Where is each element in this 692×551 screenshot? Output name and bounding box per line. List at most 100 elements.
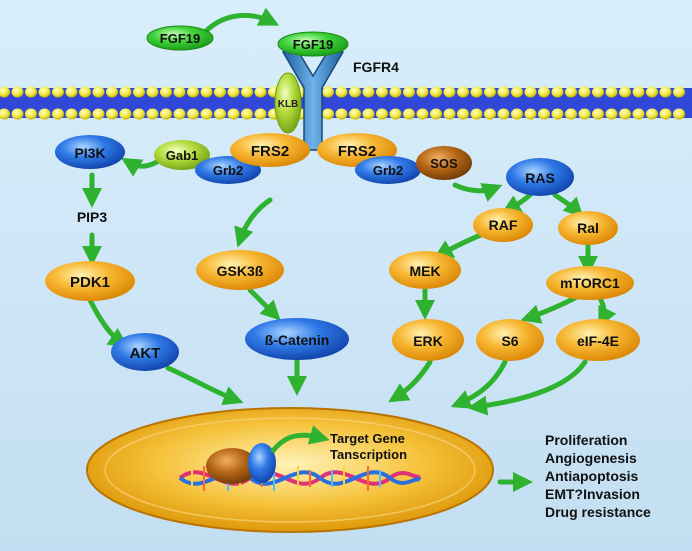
- fgf19-free-label: FGF19: [160, 31, 200, 46]
- arrow-mtorc1-s6: [520, 295, 578, 324]
- lipid-head: [146, 86, 159, 98]
- lipid-head: [106, 108, 118, 120]
- fgf19-bound: FGF19: [277, 31, 349, 57]
- lipid-head: [200, 108, 213, 120]
- gsk3b-label: GSK3ß: [217, 263, 264, 279]
- raf-node: RAF: [473, 208, 533, 242]
- lipid-head: [25, 86, 37, 98]
- lipid-head: [133, 108, 145, 120]
- nucleus: Target Gene Tanscription: [86, 407, 494, 533]
- fgf19-bound-label: FGF19: [293, 37, 333, 52]
- s6-node: S6: [476, 319, 544, 361]
- cell-membrane: [0, 86, 692, 120]
- mtorc1-label: mTORC1: [560, 275, 620, 291]
- raf-label: RAF: [489, 217, 518, 233]
- lipid-head: [11, 108, 24, 120]
- fgfr4-receptor: FGFR4: [281, 45, 399, 151]
- lipid-head: [565, 86, 577, 98]
- lipid-head: [551, 108, 564, 120]
- fgfr4-label: FGFR4: [353, 59, 399, 75]
- grb2-left-label: Grb2: [213, 163, 243, 178]
- gab1-label: Gab1: [166, 148, 199, 163]
- lipid-head: [38, 86, 51, 98]
- lipid-head: [376, 108, 388, 120]
- lipid-head: [497, 86, 510, 98]
- lipid-head: [659, 108, 672, 120]
- lipid-head: [673, 108, 685, 120]
- lipid-head: [538, 108, 550, 120]
- lipid-head: [484, 86, 496, 98]
- lipid-head: [349, 86, 361, 98]
- fgfr4-y-shape: [281, 45, 345, 151]
- lipid-head: [335, 86, 348, 98]
- lipid-head: [524, 108, 537, 120]
- lipid-head: [511, 108, 523, 120]
- lipid-head: [25, 108, 37, 120]
- arrow-mtorc1-eif4e: [597, 295, 617, 328]
- akt-label: AKT: [130, 345, 161, 362]
- lipid-head: [443, 86, 456, 98]
- outcome-item: Drug resistance: [545, 504, 651, 520]
- lipid-head: [605, 86, 618, 98]
- lipid-head: [470, 86, 483, 98]
- lipid-head: [254, 108, 267, 120]
- lipid-head: [673, 86, 685, 98]
- lipid-head: [511, 86, 523, 98]
- lipid-head: [160, 86, 172, 98]
- ral-label: Ral: [577, 220, 599, 236]
- arrow-eif4e-nucleus: [467, 359, 588, 416]
- lipid-head: [457, 108, 469, 120]
- lipid-head: [0, 86, 10, 98]
- lipid-head: [160, 108, 172, 120]
- bcatenin-node: ß-Catenin: [245, 318, 349, 360]
- lipid-head: [241, 108, 253, 120]
- arrow-erk-nucleus: [388, 359, 433, 403]
- lipid-head: [403, 86, 415, 98]
- frs2-left-node: FRS2: [230, 133, 310, 167]
- gsk3b-node: GSK3ß: [196, 250, 284, 290]
- lipid-head: [403, 108, 415, 120]
- arrow-fgf19-binding: [202, 7, 280, 35]
- arrow-akt-nucleus: [165, 365, 244, 406]
- mek-label: MEK: [409, 263, 440, 279]
- outcome-item: EMT?Invasion: [545, 486, 640, 502]
- outcome-item: Antiapoptosis: [545, 468, 639, 484]
- akt-node: AKT: [111, 333, 179, 371]
- arrow-s6-nucleus: [450, 359, 508, 409]
- lipid-head: [592, 86, 604, 98]
- lipid-head: [389, 108, 402, 120]
- nucleus-label-line2: Tanscription: [330, 447, 407, 462]
- frs2-right-label: FRS2: [338, 143, 376, 160]
- transcription-cofactor: [248, 443, 276, 483]
- arrow-frs2-gsk3b: [234, 197, 273, 248]
- lipid-head: [443, 108, 456, 120]
- eif4e-node: eIF-4E: [556, 319, 640, 361]
- lipid-head: [79, 108, 91, 120]
- lipid-head: [119, 108, 132, 120]
- lipid-head: [497, 108, 510, 120]
- mtorc1-node: mTORC1: [546, 266, 634, 300]
- arrow-ras-raf: [501, 192, 533, 214]
- erk-node: ERK: [392, 319, 464, 361]
- frs2-left-label: FRS2: [251, 143, 289, 160]
- lipid-head: [551, 86, 564, 98]
- sos-label: SOS: [430, 156, 458, 171]
- lipid-head: [214, 86, 226, 98]
- lipid-head: [470, 108, 483, 120]
- lipid-head: [65, 86, 78, 98]
- eif4e-label: eIF-4E: [577, 333, 619, 349]
- lipid-head: [173, 108, 186, 120]
- lipid-head: [389, 86, 402, 98]
- lipid-head: [38, 108, 51, 120]
- pdk1-node: PDK1: [45, 261, 135, 301]
- grb2-right-label: Grb2: [373, 163, 403, 178]
- lipid-head: [227, 108, 240, 120]
- lipid-head: [52, 86, 64, 98]
- lipid-head: [632, 108, 645, 120]
- nucleus-label-line1: Target Gene: [330, 431, 405, 446]
- lipid-head: [619, 86, 631, 98]
- mek-node: MEK: [389, 251, 461, 289]
- lipid-head: [376, 86, 388, 98]
- lipid-head: [605, 108, 618, 120]
- lipid-head: [146, 108, 159, 120]
